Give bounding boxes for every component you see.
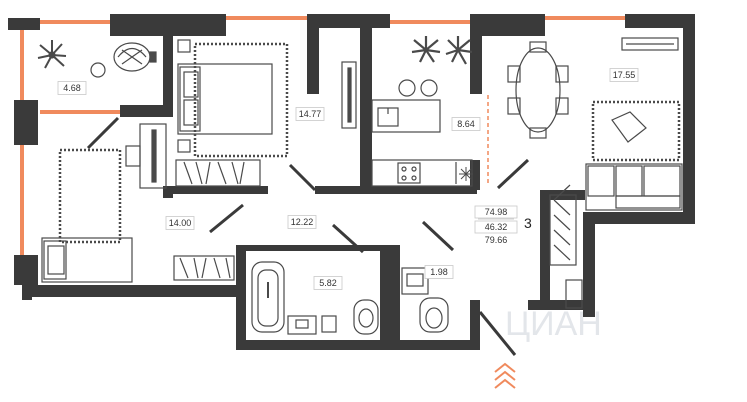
area-label-box bbox=[313, 276, 343, 290]
area-label-text: 14.77 bbox=[299, 109, 322, 119]
doors bbox=[86, 116, 530, 356]
windows bbox=[20, 16, 625, 255]
area-label-wc: 1.98 bbox=[424, 265, 454, 279]
area-label-text: 12.22 bbox=[291, 217, 314, 227]
area-summary: 74.98 46.32 79.66 3 bbox=[474, 205, 532, 245]
summary-total-with-balcony: 79.66 bbox=[485, 235, 508, 245]
area-label-text: 1.98 bbox=[430, 267, 448, 277]
area-label-box bbox=[451, 117, 481, 131]
area-label-box bbox=[287, 215, 317, 229]
area-label-bedroom-second: 14.00 bbox=[165, 216, 195, 230]
area-label-balcony-left: 4.68 bbox=[57, 81, 87, 95]
summary-living-area-total: 74.98 bbox=[485, 207, 508, 217]
area-label-hallway: 12.22 bbox=[287, 215, 317, 229]
area-label-box bbox=[424, 265, 454, 279]
chevron-up-triple-icon bbox=[494, 362, 516, 389]
area-label-text: 17.55 bbox=[613, 70, 636, 80]
area-label-box bbox=[165, 216, 195, 230]
snowflake-icon bbox=[459, 167, 473, 181]
area-label-bathroom: 5.82 bbox=[313, 276, 343, 290]
summary-living-area: 46.32 bbox=[485, 222, 508, 232]
area-label-text: 14.00 bbox=[169, 218, 192, 228]
area-label-box bbox=[295, 107, 325, 121]
area-labels: 4.68 14.77 8.64 17.55 14.00 12.22 5.82 1.98 bbox=[57, 68, 639, 290]
plant-icon bbox=[37, 40, 67, 69]
area-label-text: 8.64 bbox=[457, 119, 475, 129]
walls bbox=[8, 14, 695, 350]
area-label-box bbox=[57, 81, 87, 95]
plant-icon bbox=[411, 36, 473, 65]
summary-room-count: 3 bbox=[524, 215, 532, 231]
area-label-box bbox=[609, 68, 639, 82]
furniture bbox=[37, 36, 683, 335]
area-label-kitchen: 8.64 bbox=[451, 117, 481, 131]
area-label-bedroom-main: 14.77 bbox=[295, 107, 325, 121]
area-label-text: 5.82 bbox=[319, 278, 337, 288]
area-label-living-room: 17.55 bbox=[609, 68, 639, 82]
area-label-text: 4.68 bbox=[63, 83, 81, 93]
